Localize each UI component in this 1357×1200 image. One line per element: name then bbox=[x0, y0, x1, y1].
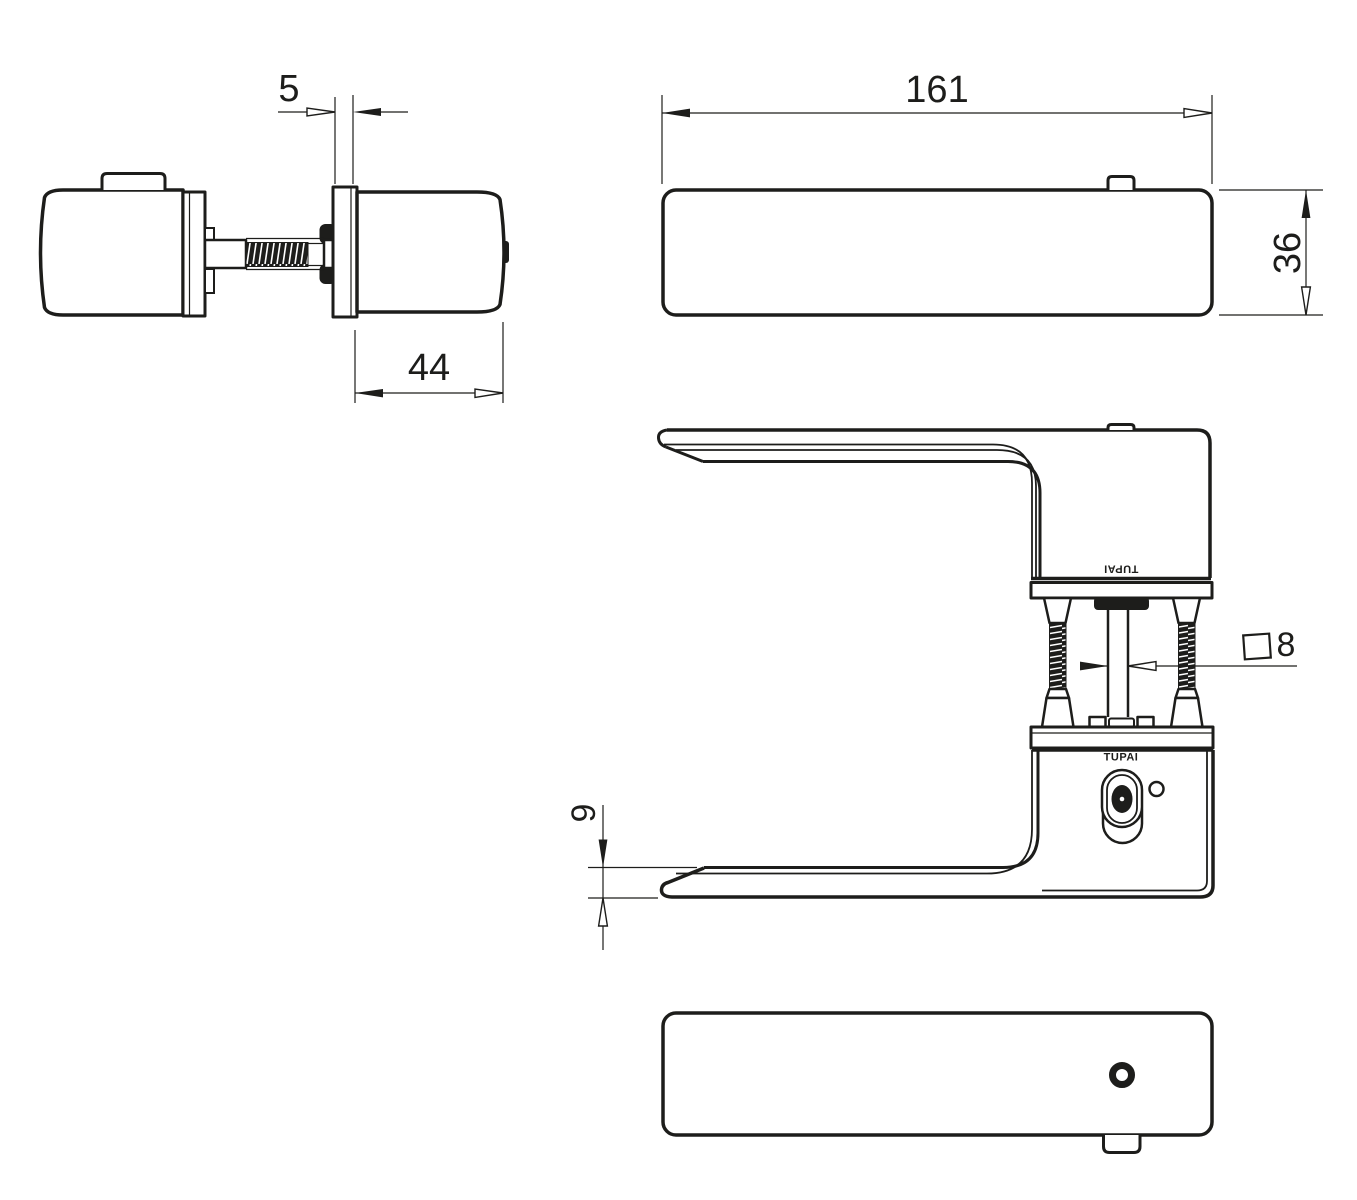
upper-lever-inner-line-1 bbox=[664, 443, 1033, 578]
filled-arrow bbox=[1301, 190, 1311, 218]
brand-logo-upper: TUPAI bbox=[1103, 562, 1139, 575]
spindle-cap bbox=[1094, 597, 1149, 610]
bottom-screw-hole bbox=[1109, 1062, 1135, 1088]
dim-label-knob-depth: 44 bbox=[407, 347, 451, 389]
lower-right-screw-cone bbox=[1169, 696, 1204, 729]
open-arrow bbox=[1127, 660, 1157, 672]
upper-lever-tip-cap bbox=[656, 428, 668, 449]
left-knob-tab bbox=[100, 172, 167, 190]
lower-right-screw-collar bbox=[1174, 687, 1200, 700]
open-arrow bbox=[1183, 107, 1213, 119]
view-knob-pair-top bbox=[38, 172, 509, 319]
upper-lever-inner-line-2 bbox=[676, 449, 1037, 578]
dim-label-lever-width: 36 bbox=[1267, 231, 1309, 275]
right-screw-thread bbox=[1178, 622, 1196, 690]
filled-arrow bbox=[353, 108, 381, 116]
lever-bottom-tab bbox=[1102, 1135, 1142, 1154]
upper-lever-spring-tab bbox=[1106, 423, 1136, 430]
left-step-bottom bbox=[204, 268, 215, 294]
dim-9-annotation bbox=[588, 805, 697, 950]
view-lever-top bbox=[661, 175, 1214, 317]
lower-rosette bbox=[1029, 725, 1215, 750]
dim-label-lever-thickness: 9 bbox=[565, 803, 603, 823]
upper-left-screw-cone bbox=[1042, 596, 1073, 625]
lower-lever-outer bbox=[659, 750, 1215, 899]
lower-left-screw-collar bbox=[1045, 687, 1071, 700]
dim-label-spindle-square: 8 bbox=[1276, 626, 1296, 664]
filled-arrow bbox=[598, 839, 608, 868]
dim-8-annotation bbox=[1080, 632, 1297, 672]
left-screw-thread bbox=[1049, 622, 1067, 690]
filled-arrow bbox=[355, 389, 383, 398]
left-rosette bbox=[181, 190, 207, 318]
square-symbol bbox=[1242, 632, 1272, 661]
lower-left-screw-cone bbox=[1040, 696, 1075, 729]
open-arrow bbox=[1300, 286, 1312, 316]
filled-arrow bbox=[662, 108, 690, 118]
dim-36-annotation bbox=[1219, 189, 1323, 316]
lever-top-tab bbox=[1106, 175, 1136, 190]
dim-label-rosette-thickness: 5 bbox=[278, 68, 300, 110]
left-neck bbox=[203, 238, 248, 270]
threaded-spindle bbox=[245, 242, 309, 267]
upper-lever-tip-taper bbox=[665, 445, 704, 463]
lower-lever-inner-line bbox=[676, 750, 1033, 875]
emergency-release-hole bbox=[1148, 780, 1165, 798]
upper-lever-outer bbox=[667, 428, 1212, 578]
open-arrow bbox=[597, 897, 609, 927]
turn-knob-center-dot bbox=[1119, 796, 1125, 802]
dim-label-lever-length: 161 bbox=[905, 69, 969, 111]
left-knob-body bbox=[38, 188, 185, 317]
filled-arrow bbox=[1080, 661, 1108, 671]
right-knob-body bbox=[355, 190, 506, 314]
right-rosette bbox=[331, 185, 359, 319]
open-arrow bbox=[306, 107, 336, 117]
brand-logo-lower: TUPAI bbox=[1103, 751, 1139, 764]
dim-5-annotation bbox=[278, 95, 408, 184]
lever-top-outline bbox=[661, 188, 1214, 317]
lower-grip-inner-bottom bbox=[1042, 750, 1208, 892]
view-lever-bottom bbox=[661, 1011, 1214, 1154]
open-arrow bbox=[474, 388, 504, 399]
view-lever-pair-front bbox=[656, 423, 1215, 899]
dim-44-annotation bbox=[354, 322, 504, 403]
dim-161-annotation bbox=[661, 95, 1213, 184]
upper-right-screw-cone bbox=[1171, 596, 1202, 625]
lower-lever-top-line bbox=[704, 750, 1040, 869]
lever-bottom-outline bbox=[661, 1011, 1214, 1137]
upper-rosette bbox=[1029, 581, 1214, 600]
upper-lever-bottom-line bbox=[703, 460, 1042, 578]
